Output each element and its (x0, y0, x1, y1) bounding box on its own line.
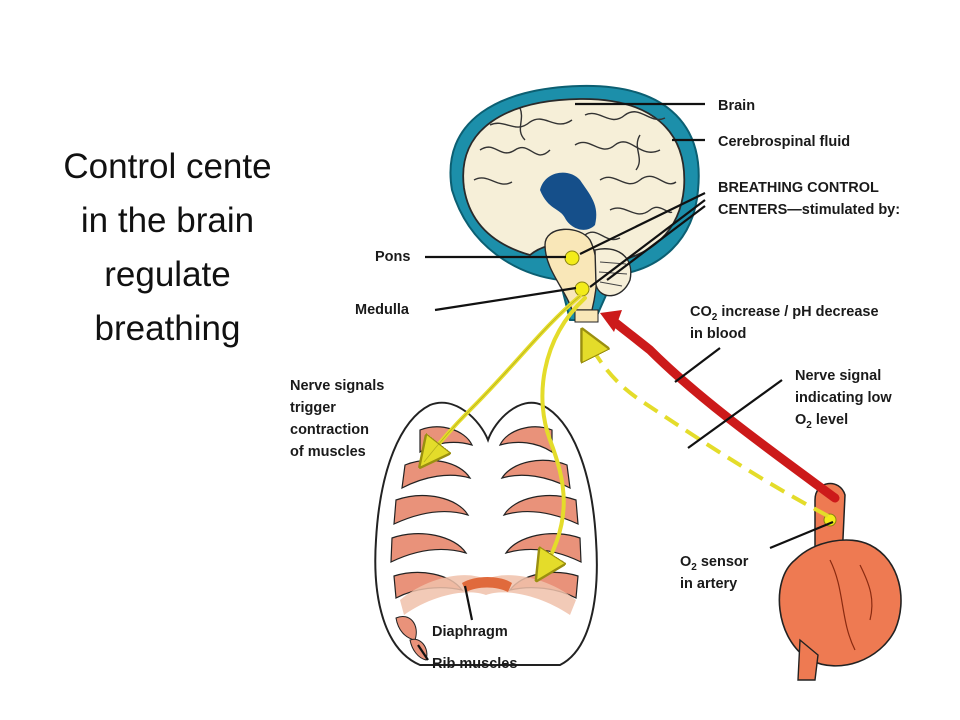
heart-body (778, 539, 902, 667)
lower-rib-muscles (395, 616, 428, 661)
label-nerve-trig-line2: trigger (290, 400, 336, 416)
co2-signal-arrow (607, 315, 840, 503)
title-line-2: in the brain (80, 201, 255, 240)
label-bcc-line2: CENTERS—stimulated by: (718, 202, 900, 218)
title-line-1: Control cente (63, 147, 272, 186)
leader-lines (417, 102, 834, 661)
label-nerve-trig-line4: of muscles (290, 444, 366, 460)
brain (449, 84, 700, 321)
label-o2-sensor-line1: O2 sensor (680, 554, 749, 573)
label-bcc-line1: BREATHING CONTROL (718, 180, 879, 196)
brainstem (544, 228, 598, 311)
pons-control-center (564, 250, 580, 266)
vena-cava (797, 638, 819, 681)
label-cerebrospinal-fluid: Cerebrospinal fluid (718, 134, 850, 150)
label-rib-muscles: Rib muscles (432, 656, 517, 672)
ventricle (540, 172, 597, 230)
label-brain: Brain (718, 98, 755, 114)
medulla-control-center (574, 281, 590, 297)
label-nerve-low-line1: Nerve signal (795, 368, 881, 384)
heart (778, 482, 902, 681)
label-nerve-trig-line1: Nerve signals (290, 378, 384, 394)
label-co2-line2: in blood (690, 326, 746, 342)
spinal-cord (574, 309, 599, 323)
label-nerve-trig-line3: contraction (290, 422, 369, 438)
slide-title: Control cente in the brain regulate brea… (40, 140, 295, 356)
label-o2-sensor-line2: in artery (680, 576, 737, 592)
title-line-3: regulate (104, 255, 231, 294)
label-pons: Pons (375, 249, 410, 265)
label-co2-line1: CO2 increase / pH decrease (690, 304, 879, 323)
label-nerve-low-line3: O2 level (795, 412, 848, 431)
title-line-4: breathing (94, 309, 241, 348)
cerebellum (594, 248, 632, 297)
o2-nerve-signal (585, 335, 829, 518)
label-nerve-low-line2: indicating low (795, 390, 892, 406)
diaphragm-band (400, 575, 576, 615)
label-medulla: Medulla (355, 302, 410, 318)
diaphragm (462, 577, 512, 592)
label-diaphragm: Diaphragm (432, 624, 508, 640)
brain-folds (473, 107, 677, 241)
co2-arrow-head (600, 310, 622, 332)
